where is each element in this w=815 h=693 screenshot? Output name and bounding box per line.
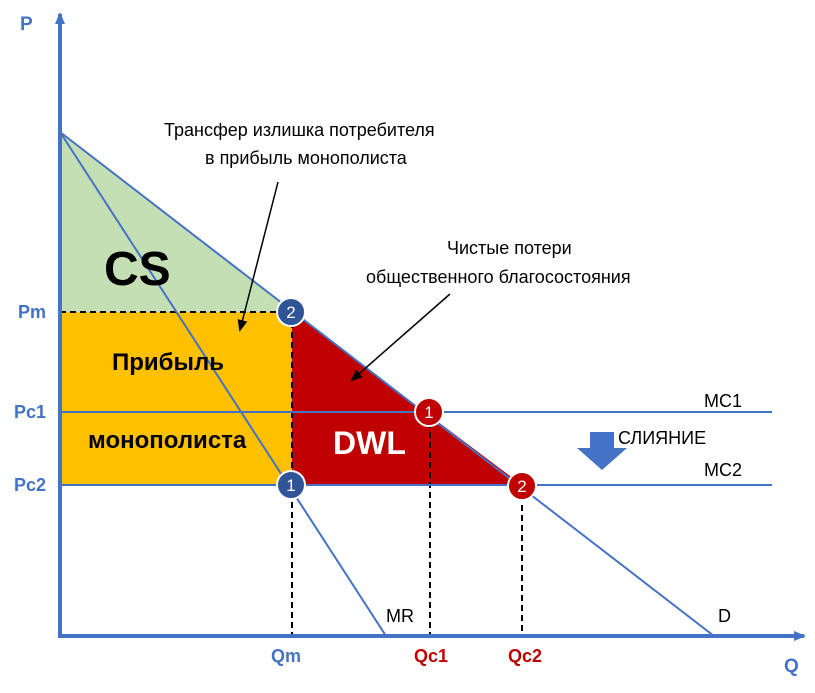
tick-qc1: Qc1: [414, 646, 448, 666]
svg-text:2: 2: [517, 477, 526, 496]
tick-pm: Pm: [18, 302, 46, 322]
loss-note-line1: Чистые потери: [447, 238, 572, 258]
mc2-label: MC2: [704, 460, 742, 480]
transfer-arrow: [237, 181, 279, 332]
tick-qc2: Qc2: [508, 646, 542, 666]
loss-note-line2: общественного благосостояния: [366, 267, 631, 287]
profit-area: [60, 312, 292, 485]
merger-arrow-icon: [577, 432, 627, 470]
tick-pc1: Pc1: [14, 402, 46, 422]
transfer-note-line1: Трансфер излишка потребителя: [164, 120, 435, 140]
tick-pc2: Pc2: [14, 475, 46, 495]
point-1-competitive-mc1: 1: [414, 397, 444, 427]
tick-qm: Qm: [271, 646, 301, 666]
loss-arrow: [350, 293, 451, 382]
point-1-mr-mc2: 1: [276, 470, 306, 500]
mr-curve: [59, 131, 387, 637]
merger-label: СЛИЯНИЕ: [618, 428, 706, 448]
x-axis-label: Q: [784, 656, 799, 677]
svg-text:1: 1: [424, 403, 433, 422]
point-2-competitive-mc2: 2: [507, 471, 537, 501]
profit-label-line1: Прибыль: [112, 349, 224, 376]
profit-label-line2: монополиста: [88, 427, 247, 454]
point-2-monopoly: 2: [276, 297, 306, 327]
demand-curve: [59, 131, 715, 637]
svg-text:2: 2: [286, 303, 295, 322]
mc1-label: MC1: [704, 391, 742, 411]
d-label: D: [718, 606, 731, 626]
svg-text:1: 1: [286, 476, 295, 495]
y-axis-label: P: [20, 14, 33, 35]
mr-label: MR: [386, 606, 414, 626]
cs-label: CS: [104, 243, 171, 296]
dwl-label: DWL: [333, 425, 406, 461]
transfer-note-line2: в прибыль монополиста: [205, 148, 408, 168]
